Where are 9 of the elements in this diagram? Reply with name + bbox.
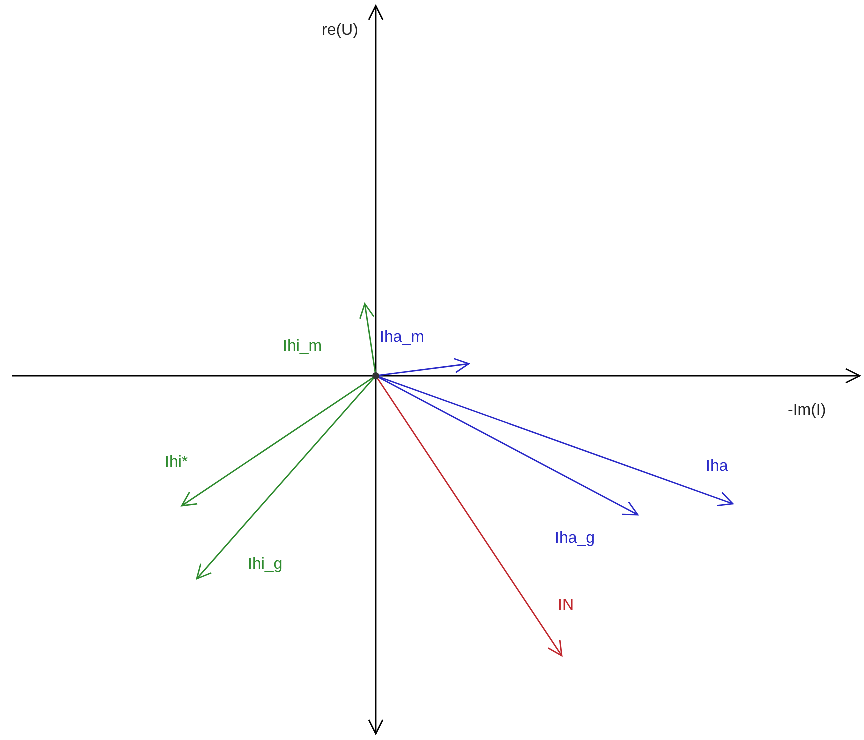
phasor-label: Ihi* xyxy=(165,454,188,472)
axis-label: -Im(I) xyxy=(788,402,826,420)
phasor-label: Ihi_g xyxy=(248,556,283,574)
phasor-label: Ihi_m xyxy=(283,338,322,356)
phasor-label: Iha_m xyxy=(380,329,424,347)
axis-label: re(U) xyxy=(322,22,358,40)
phasor-label: Iha_g xyxy=(555,530,596,548)
phasor-label: Iha xyxy=(706,458,728,476)
phasor-label: IN xyxy=(558,597,574,615)
